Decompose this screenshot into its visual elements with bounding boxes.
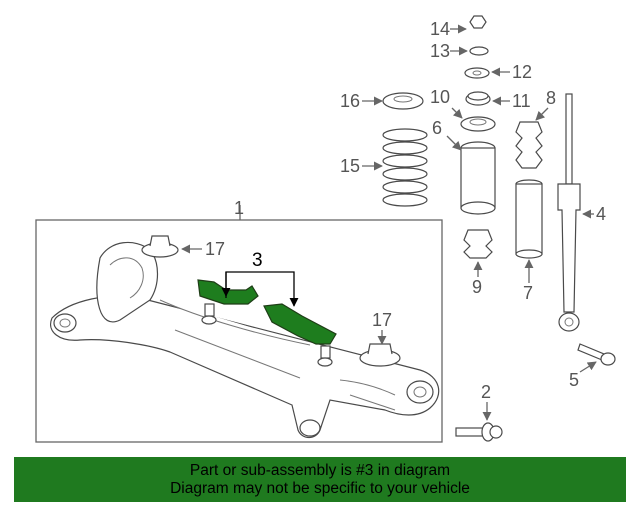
callout-13: 13 [430, 41, 450, 61]
callout-12: 12 [512, 62, 532, 82]
callout-3: 3 [252, 250, 263, 271]
callout-6: 6 [432, 118, 442, 138]
shock-absorber [557, 93, 581, 332]
callout-16: 16 [340, 91, 360, 111]
mount-11 [465, 91, 491, 106]
callout-17-upper: 17 [205, 239, 225, 259]
washer-12 [464, 67, 490, 79]
bolt-2 [455, 422, 503, 442]
mount-17-lower [359, 343, 401, 367]
callout-14: 14 [430, 19, 450, 39]
callout-9: 9 [472, 277, 482, 297]
info-banner: Part or sub-assembly is #3 in diagram Di… [14, 457, 626, 502]
callout-17-lower: 17 [372, 310, 392, 330]
bump-stop-8 [515, 121, 543, 169]
banner-line-2: Diagram may not be specific to your vehi… [170, 479, 470, 497]
callout-15: 15 [340, 156, 360, 176]
axle-assembly-frame [35, 219, 443, 443]
callout-4: 4 [596, 204, 606, 224]
bolt-small-a [201, 303, 217, 325]
dust-cover [460, 141, 496, 215]
callout-10: 10 [430, 87, 450, 107]
dust-cover-7 [515, 179, 543, 259]
mount-10 [460, 116, 496, 132]
coil-spring [382, 128, 428, 207]
callout-8: 8 [546, 88, 556, 108]
spring-seat [382, 92, 424, 110]
callout-11: 11 [512, 91, 531, 111]
nut-14 [469, 15, 487, 29]
rear-axle-beam [50, 241, 440, 439]
callout-7: 7 [523, 283, 533, 303]
callout-5: 5 [569, 370, 579, 390]
mount-17-upper [141, 235, 179, 258]
bolt-small-b [317, 345, 333, 367]
banner-line-1: Part or sub-assembly is #3 in diagram [189, 461, 451, 479]
bolt-5 [577, 343, 616, 366]
bump-stop-9 [463, 229, 493, 259]
parts-diagram: 1 3 17 17 [35, 15, 616, 443]
washer-13 [469, 46, 489, 56]
callout-1: 1 [234, 198, 244, 218]
callout-2: 2 [481, 382, 491, 402]
